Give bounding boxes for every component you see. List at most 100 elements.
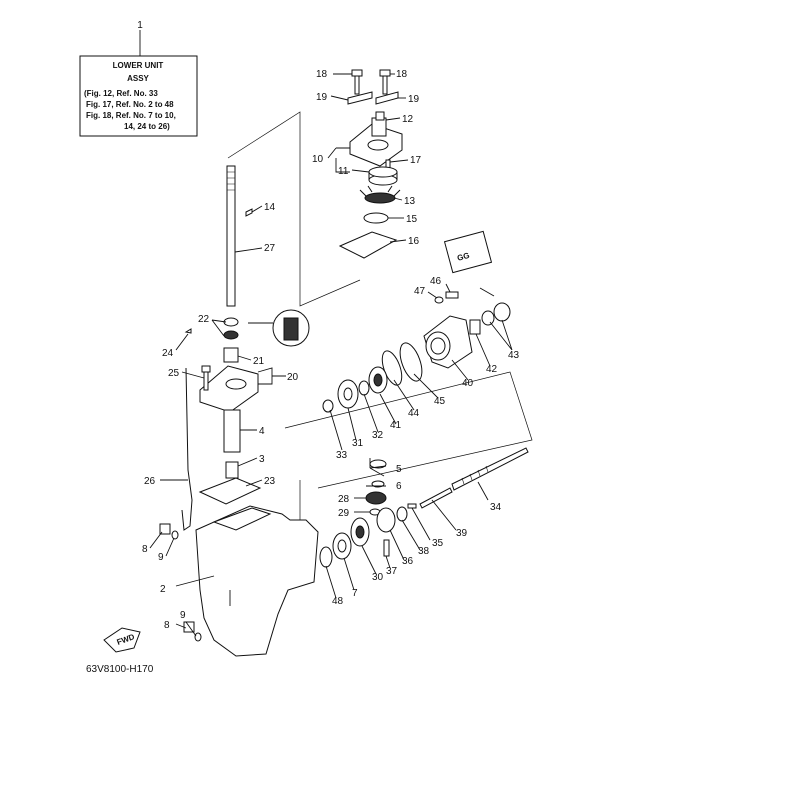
ref-line-3: (Fig. 12, Ref. No. 33 bbox=[84, 89, 158, 98]
callout-19: 19 bbox=[316, 92, 328, 103]
callout-46: 46 bbox=[430, 276, 442, 287]
callout-43: 43 bbox=[508, 350, 520, 361]
callout-21: 21 bbox=[253, 356, 265, 367]
callout-7: 7 bbox=[352, 588, 358, 599]
callout-18: 18 bbox=[396, 69, 408, 80]
ref-line-4: Fig. 17, Ref. No. 2 to 48 bbox=[86, 100, 174, 109]
ref-line-5: Fig. 18, Ref. No. 7 to 10, bbox=[86, 111, 176, 120]
washer-6 bbox=[371, 480, 385, 488]
callout-41: 41 bbox=[390, 420, 402, 431]
pin-24 bbox=[184, 328, 192, 334]
insert-cartridge-11 bbox=[368, 166, 398, 186]
callout-10: 10 bbox=[312, 154, 324, 165]
diagram-id: 63V8100-H170 bbox=[86, 664, 154, 675]
svg-text:GG: GG bbox=[456, 251, 470, 263]
callout-40: 40 bbox=[462, 378, 474, 389]
o-ring-45 bbox=[399, 342, 423, 382]
drive-shaft-27 bbox=[226, 165, 236, 307]
callout-11: 11 bbox=[338, 166, 349, 177]
callout-13: 13 bbox=[404, 196, 416, 207]
detail-circle-22 bbox=[272, 309, 310, 347]
callout-28: 28 bbox=[338, 494, 350, 505]
callout-17: 17 bbox=[410, 155, 422, 166]
bearing-30 bbox=[350, 517, 370, 547]
callout-23: 23 bbox=[264, 476, 276, 487]
bearing-7 bbox=[332, 532, 352, 560]
ref-line-2: ASSY bbox=[127, 74, 149, 83]
reference-box: LOWER UNIT ASSY (Fig. 12, Ref. No. 33 Fi… bbox=[79, 55, 198, 137]
detail-box-gg: GG bbox=[443, 230, 493, 274]
callout-36: 36 bbox=[402, 556, 414, 567]
callout-35: 35 bbox=[432, 538, 444, 549]
ref-line-1: LOWER UNIT bbox=[113, 61, 164, 70]
callout-14: 14 bbox=[264, 202, 276, 213]
callout-25: 25 bbox=[168, 368, 180, 379]
bolt-25 bbox=[201, 365, 211, 391]
callout-2: 2 bbox=[160, 584, 166, 595]
callout-15: 15 bbox=[406, 214, 418, 225]
callout-32: 32 bbox=[372, 430, 384, 441]
callout-30: 30 bbox=[372, 572, 384, 583]
seal-22 bbox=[223, 317, 239, 340]
bolt-46 bbox=[445, 291, 459, 299]
bolt-18-right bbox=[379, 69, 391, 95]
pump-base-20 bbox=[199, 365, 259, 413]
fwd-direction-badge: FWD bbox=[103, 627, 141, 653]
callout-4: 4 bbox=[259, 426, 265, 437]
callout-3: 3 bbox=[259, 454, 265, 465]
ref-line-6: 14, 24 to 26) bbox=[124, 122, 170, 131]
callout-6: 6 bbox=[396, 481, 402, 492]
shim-32 bbox=[358, 380, 370, 396]
callout-42: 42 bbox=[486, 364, 498, 375]
callout-19: 19 bbox=[408, 94, 420, 105]
shift-rod-26 bbox=[181, 367, 193, 531]
callout-9: 9 bbox=[158, 552, 164, 563]
leader-line bbox=[479, 287, 495, 297]
group-outline bbox=[284, 371, 533, 489]
water-pump-housing bbox=[349, 111, 403, 167]
callout-48: 48 bbox=[332, 596, 344, 607]
grommet-3 bbox=[225, 461, 239, 479]
plug-8-upper bbox=[159, 523, 171, 535]
gasket-9-lower bbox=[194, 632, 202, 642]
callout-labels: 1 18 18 19 19 12 10 11 17 13 15 16 14 27… bbox=[137, 20, 519, 631]
clip-14 bbox=[245, 208, 253, 217]
callout-45: 45 bbox=[434, 396, 446, 407]
gasket-23 bbox=[198, 477, 262, 505]
washer-33 bbox=[322, 399, 334, 413]
gasket-16 bbox=[338, 231, 398, 259]
plunger-35 bbox=[407, 503, 417, 509]
bushing-21 bbox=[223, 347, 239, 363]
seal-43 bbox=[481, 302, 511, 326]
callout-20: 20 bbox=[287, 372, 299, 383]
callout-47: 47 bbox=[414, 286, 426, 297]
callout-5: 5 bbox=[396, 464, 402, 475]
gasket-9-upper bbox=[171, 530, 179, 540]
callout-22: 22 bbox=[198, 314, 210, 325]
callout-31: 31 bbox=[352, 438, 364, 449]
plate-19-left bbox=[347, 91, 373, 105]
bearing-41 bbox=[368, 366, 388, 394]
propeller-shaft-34 bbox=[451, 447, 529, 491]
callout-12: 12 bbox=[402, 114, 414, 125]
callout-29: 29 bbox=[338, 508, 350, 519]
pinion-28 bbox=[365, 491, 387, 505]
group-outline bbox=[227, 111, 361, 307]
callout-9: 9 bbox=[180, 610, 186, 621]
pin-37 bbox=[383, 539, 390, 557]
callout-8: 8 bbox=[164, 620, 170, 631]
callout-26: 26 bbox=[144, 476, 156, 487]
callout-27: 27 bbox=[264, 243, 276, 254]
callout-39: 39 bbox=[456, 528, 468, 539]
callout-8: 8 bbox=[142, 544, 148, 555]
housing-40 bbox=[423, 315, 473, 369]
spring-39 bbox=[419, 487, 453, 509]
callout-33: 33 bbox=[336, 450, 348, 461]
callout-18: 18 bbox=[316, 69, 328, 80]
callout-38: 38 bbox=[418, 546, 430, 557]
washer-48 bbox=[319, 546, 333, 568]
bearing-42 bbox=[469, 319, 481, 335]
callout-1: 1 bbox=[137, 20, 143, 31]
reverse-gear-31 bbox=[337, 379, 359, 409]
